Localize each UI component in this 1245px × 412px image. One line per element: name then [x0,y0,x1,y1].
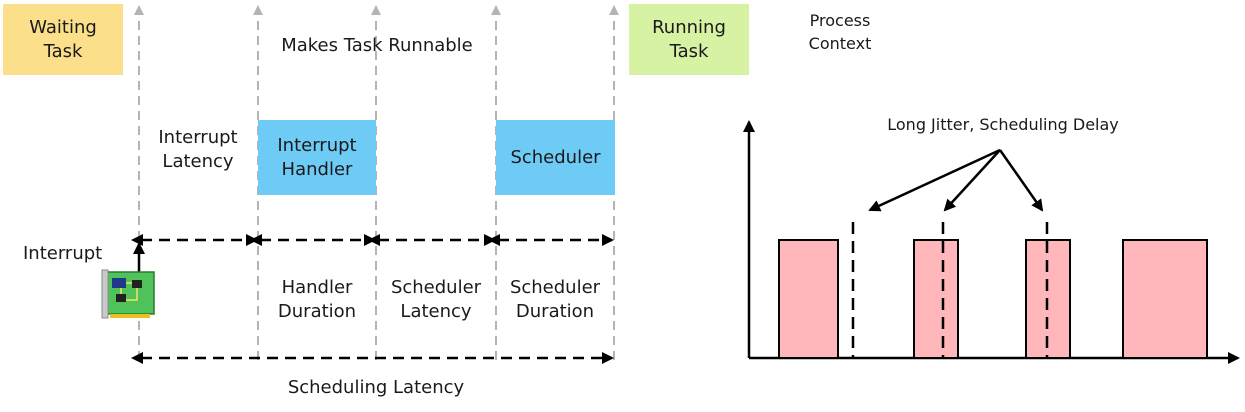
interrupt-latency-label: Interrupt Latency [158,127,238,172]
duration-arrows [131,234,614,364]
process-bar [778,239,839,359]
handler-duration-label: Handler Duration [277,277,357,322]
running-task-label: Running Task [652,16,726,62]
scheduler-box: Scheduler [496,120,615,195]
process-bar [1122,239,1208,359]
waiting-task-box: Waiting Task [3,4,123,75]
interrupt-label: Interrupt [23,243,103,264]
makes-task-runnable-label: Makes Task Runnable [281,35,473,56]
scheduling-latency-label: Scheduling Latency [287,377,465,398]
interrupt-handler-box: Interrupt Handler [258,120,376,195]
jitter-label: Long Jitter, Scheduling Delay [887,115,1119,134]
scheduler-duration-label: Scheduler Duration [509,277,601,322]
running-task-box: Running Task [629,4,749,75]
jitter-markers [851,222,1049,358]
scheduler-label: Scheduler [510,146,601,168]
jitter-callout-arrows [868,148,1044,212]
process-bars [778,239,1208,359]
circuit-board-icon [101,269,155,319]
time-guide-lines [134,5,619,360]
scheduler-latency-label: Scheduler Latency [390,277,482,322]
process-bar [913,239,959,359]
process-context-label: Process Context [808,11,872,53]
waiting-task-label: Waiting Task [29,16,97,62]
interrupt-handler-label: Interrupt Handler [277,134,357,180]
